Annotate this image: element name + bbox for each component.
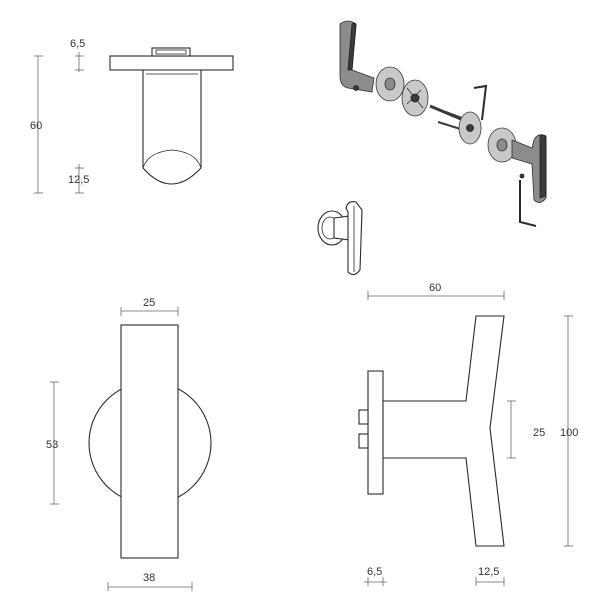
top-view-rose-plate	[109, 55, 234, 71]
exploded-grub-screw	[519, 173, 525, 179]
side-view-handle	[382, 315, 505, 547]
side-view: 60 100 25 6,5 12,5	[358, 282, 578, 586]
exploded-small-screw	[353, 85, 359, 91]
exploded-spring-center	[410, 93, 420, 103]
front-view: 25 53 38	[46, 297, 212, 591]
top-view-spindle-block	[151, 47, 191, 57]
exploded-right-handle-shade	[539, 135, 547, 199]
side-dim-overall-length-label: 100	[560, 427, 578, 439]
top-view-spindle-inner	[155, 49, 187, 55]
top-dim-rose-thickness-label: 6,5	[70, 38, 85, 50]
side-dim-end-thickness-label: 12,5	[478, 566, 499, 578]
exploded-right-handle	[511, 134, 547, 203]
front-dim-rose-diameter-label: 38	[143, 572, 155, 584]
exploded-right-rose-inner	[496, 138, 508, 152]
top-dim-total-height-label: 60	[30, 120, 42, 132]
perspective-view	[317, 201, 363, 276]
front-dim-handle-width-label: 25	[143, 297, 155, 309]
exploded-view	[339, 20, 547, 227]
exploded-right-spring-center	[466, 124, 474, 132]
side-view-stud-bottom	[358, 433, 369, 449]
exploded-hex-key-bottom	[519, 180, 537, 227]
front-view-handle	[120, 324, 179, 559]
front-dim-rose-height-label: 53	[46, 439, 58, 451]
side-dim-projection-label: 60	[429, 282, 441, 294]
top-view: 6,5 60 12,5	[30, 38, 234, 194]
top-view-handle-tip	[142, 149, 202, 169]
exploded-left-rose-inner	[384, 77, 396, 91]
exploded-left-handle-shade	[347, 22, 357, 71]
side-view-stud-top	[358, 409, 369, 425]
top-view-handle-body	[142, 69, 202, 185]
exploded-left-handle	[339, 20, 375, 93]
exploded-hex-key-top	[473, 84, 488, 121]
top-dim-tip-depth-label: 12,5	[68, 174, 89, 186]
side-dim-rose-thickness-label: 6,5	[367, 566, 382, 578]
side-view-rose-plate	[367, 370, 384, 495]
side-dim-handle-width-label: 25	[533, 427, 545, 439]
